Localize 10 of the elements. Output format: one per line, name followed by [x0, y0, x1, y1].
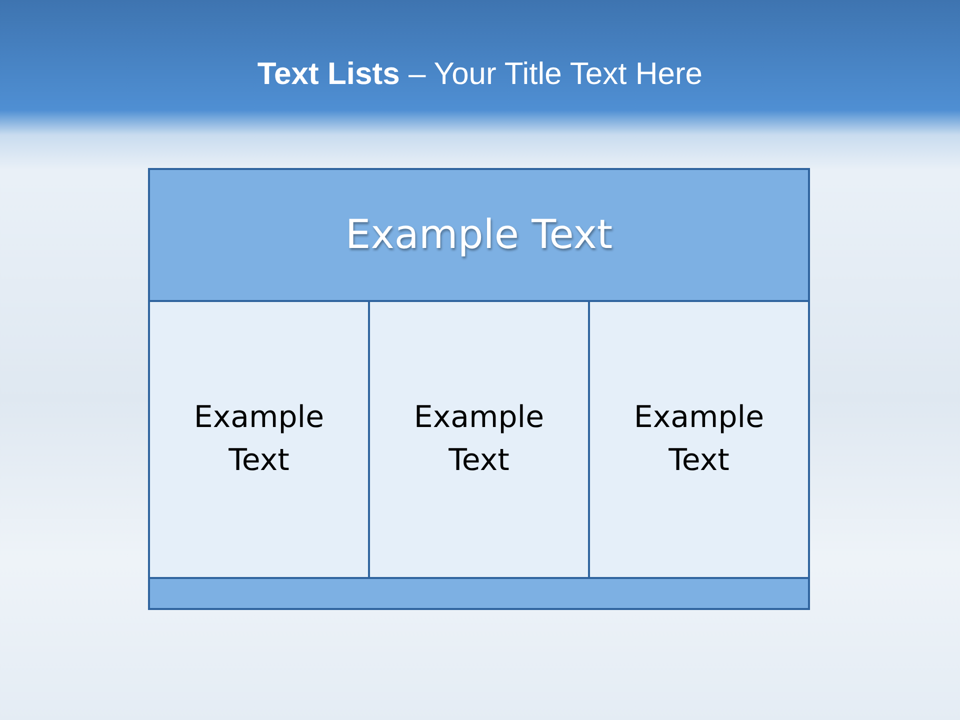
- panel-text: Example Text: [412, 398, 546, 480]
- content-panel: [368, 300, 590, 579]
- content-panel: [148, 300, 370, 579]
- header-panel: [148, 168, 810, 302]
- panel-text: Example Text: [632, 398, 766, 480]
- panel-text: Example Text: [192, 398, 326, 480]
- panel-heading: Example Text: [344, 210, 614, 260]
- footer-bar: [148, 577, 810, 610]
- slide-title: Text Lists – Your Title Text Here: [257, 55, 703, 93]
- content-panel: [588, 300, 810, 579]
